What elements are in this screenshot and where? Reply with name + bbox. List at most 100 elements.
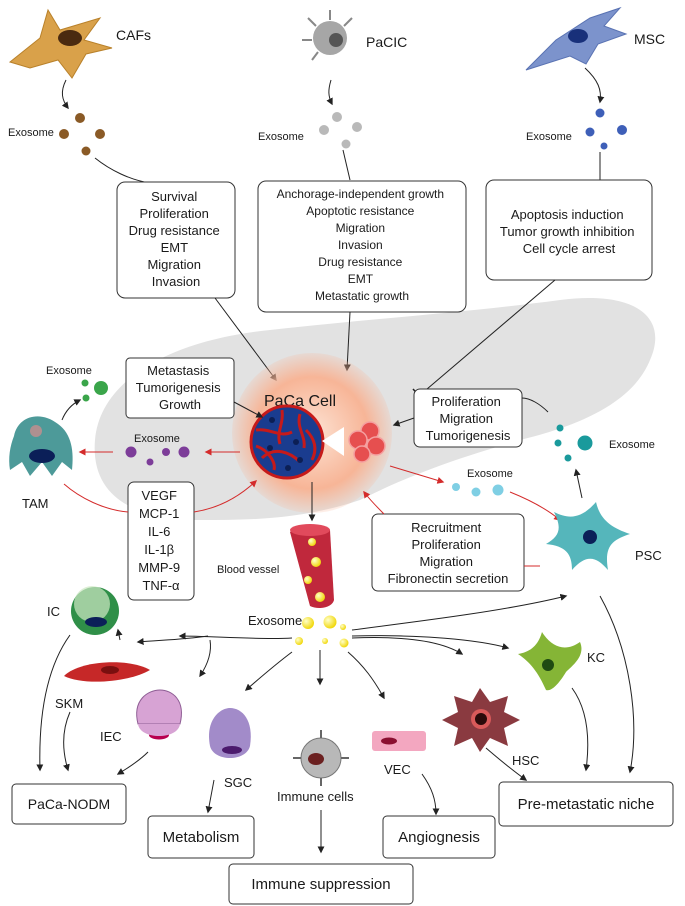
- hsc-label: HSC: [512, 753, 539, 768]
- immune-cell-icon: [293, 730, 349, 786]
- pacic-effect: EMT: [348, 272, 374, 286]
- angiogenesis-box: [382, 815, 496, 859]
- pacic-effect: Anchorage-independent growth: [277, 187, 444, 201]
- cafs-effects-text: Survival Proliferation Drug resistance E…: [129, 189, 224, 289]
- zoom-triangle: [322, 427, 344, 456]
- cafs-effect: Invasion: [152, 274, 200, 289]
- iec-label: IEC: [100, 729, 122, 744]
- cell-cluster-icon: [348, 421, 386, 463]
- cafs-effects-box: [116, 181, 236, 299]
- pacic-effect: Apoptotic resistance: [306, 204, 414, 218]
- pacic-effect: Metastatic growth: [315, 289, 409, 303]
- psc-in-effects-text: Proliferation Migration Tumorigenesis: [426, 394, 511, 443]
- psc-out-effect: Fibronectin secretion: [388, 571, 509, 586]
- vec-label: VEC: [384, 762, 411, 777]
- kc-label: KC: [587, 650, 605, 665]
- tam-exosome-label: Exosome: [46, 365, 92, 377]
- pre-metastatic-niche-label: Pre-metastatic niche: [518, 796, 655, 813]
- cafs-label: CAFs: [116, 27, 151, 43]
- pacic-effect: Migration: [336, 221, 385, 235]
- pacic-effects-text: Anchorage-independent growth Apoptotic r…: [277, 187, 448, 303]
- ic-cell-icon: [71, 586, 119, 635]
- iec-cell-icon: [136, 689, 182, 740]
- cafs-effect: Survival: [151, 189, 197, 204]
- immune-suppression-box: [228, 863, 414, 905]
- cafs-exosome-label: Exosome: [8, 127, 54, 139]
- psc-in-effect: Proliferation: [432, 394, 501, 409]
- tam-out-factors-box: [127, 481, 195, 601]
- tam-factor: IL-1β: [144, 542, 174, 557]
- cafs-effect: Proliferation: [140, 206, 209, 221]
- pacic-label: PaCIC: [366, 34, 407, 50]
- psc-out-exosomes: [554, 424, 593, 462]
- psc-out-effect: Recruitment: [411, 520, 481, 535]
- pacic-effect: Drug resistance: [318, 255, 402, 269]
- sgc-label: SGC: [224, 775, 252, 790]
- tam-in-effect: Growth: [159, 397, 201, 412]
- paca-to-psc-exosome-label: Exosome: [467, 468, 513, 480]
- systemic-exosome-label: Exosome: [248, 613, 302, 628]
- psc-out-effects-box: [371, 513, 525, 592]
- kc-cell-icon: [518, 632, 582, 691]
- metabolism-box: [147, 815, 255, 859]
- psc-in-effect: Migration: [439, 411, 492, 426]
- tam-factor: MCP-1: [139, 506, 179, 521]
- pre-metastatic-niche-box: [498, 781, 674, 827]
- pacic-effects-box: [257, 180, 467, 313]
- paca-to-tam-exosome-label: Exosome: [134, 433, 180, 445]
- pacic-exosome-label: Exosome: [258, 131, 304, 143]
- psc-out-effect: Migration: [419, 554, 472, 569]
- cafs-effect: Drug resistance: [129, 223, 220, 238]
- blood-vessel-icon: [290, 524, 334, 608]
- metabolism-label: Metabolism: [163, 829, 240, 846]
- tumor-tissue-icon: [249, 404, 325, 480]
- psc-cell-icon: [546, 502, 630, 570]
- pacic-effect: Invasion: [338, 238, 383, 252]
- msc-effects-text: Apoptosis induction Tumor growth inhibit…: [500, 207, 638, 256]
- paca-nodm-box: [11, 783, 127, 825]
- psc-exosome-label: Exosome: [609, 439, 655, 451]
- blood-vessel-label: Blood vessel: [217, 564, 279, 576]
- tam-factor: TNF-α: [142, 578, 180, 593]
- skm-cell-icon: [64, 662, 150, 682]
- ic-label: IC: [47, 604, 60, 619]
- cafs-cell-icon: [8, 8, 113, 79]
- tam-out-factors-text: VEGF MCP-1 IL-6 IL-1β MMP-9 TNF-α: [138, 488, 184, 593]
- paca-to-tam-exosomes: [125, 446, 190, 466]
- msc-effect: Apoptosis induction: [511, 207, 624, 222]
- msc-cell-icon: [525, 6, 628, 71]
- cafs-effect: Migration: [147, 257, 200, 272]
- tam-in-effects-box: [125, 357, 235, 419]
- msc-effects-box: [485, 179, 653, 281]
- msc-effect: Tumor growth inhibition: [500, 224, 635, 239]
- immune-suppression-label: Immune suppression: [251, 876, 390, 893]
- angiogenesis-label: Angiognesis: [398, 829, 480, 846]
- tam-label: TAM: [22, 496, 48, 511]
- tam-factor: MMP-9: [138, 560, 180, 575]
- sgc-cell-icon: [209, 708, 251, 758]
- msc-label: MSC: [634, 31, 665, 47]
- tam-factor: VEGF: [141, 488, 176, 503]
- systemic-exosomes: [295, 615, 349, 648]
- hsc-cell-icon: [442, 688, 520, 752]
- msc-exosomes: [585, 108, 627, 150]
- msc-effect: Cell cycle arrest: [523, 241, 616, 256]
- tam-factor: IL-6: [148, 524, 170, 539]
- psc-out-effects-text: Recruitment Proliferation Migration Fibr…: [388, 520, 509, 586]
- tam-cell-icon: [9, 416, 73, 476]
- immune-cells-label: Immune cells: [277, 789, 354, 804]
- tam-exosomes: [81, 379, 108, 402]
- pacic-cell-icon: [302, 10, 353, 61]
- cafs-exosomes: [59, 113, 105, 156]
- skm-label: SKM: [55, 696, 83, 711]
- cafs-effect: EMT: [161, 240, 189, 255]
- tam-in-effect: Metastasis: [147, 363, 210, 378]
- psc-label: PSC: [635, 548, 662, 563]
- pacic-exosomes: [319, 112, 362, 149]
- paca-to-psc-exosomes: [452, 483, 504, 497]
- psc-out-effect: Proliferation: [412, 537, 481, 552]
- tam-in-effects-text: Metastasis Tumorigenesis Growth: [136, 363, 224, 412]
- psc-in-effect: Tumorigenesis: [426, 428, 511, 443]
- vec-cell-icon: [372, 731, 426, 751]
